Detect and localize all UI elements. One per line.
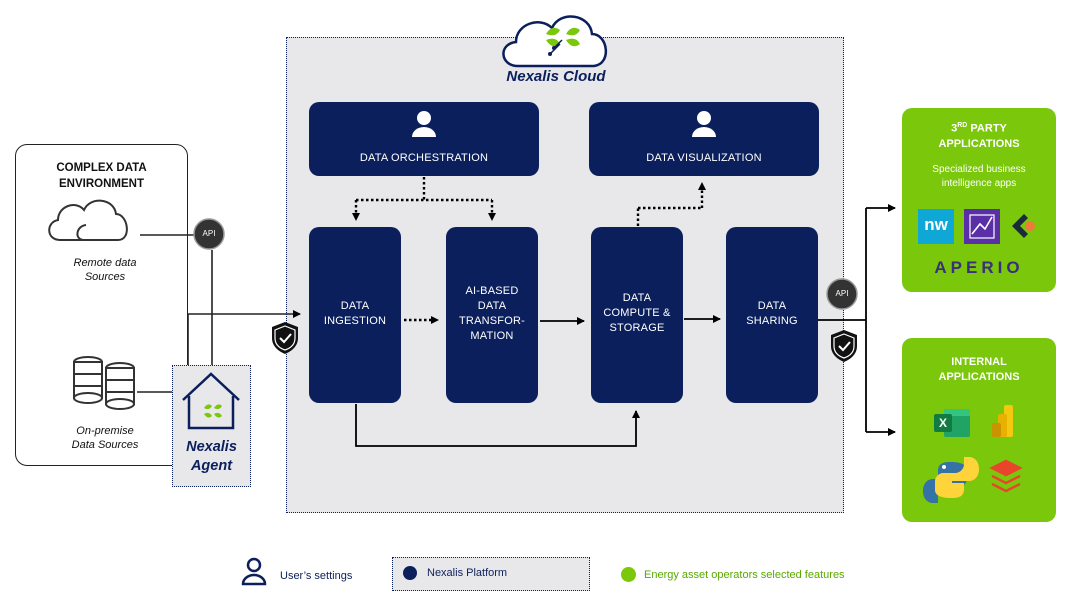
nexalis-agent-house-icon: [182, 372, 240, 430]
transformation-line3: TRANSFOR-: [459, 315, 525, 327]
third-party-title-prefix: 3: [951, 122, 958, 135]
data-ingestion-box[interactable]: [309, 227, 401, 403]
third-party-title-line1: 3RD PARTY: [902, 118, 1056, 137]
data-orchestration-label: DATA ORCHESTRATION: [359, 152, 489, 164]
remote-data-label-line2: Sources: [84, 271, 126, 283]
third-party-title-sup: RD: [957, 122, 968, 129]
on-premise-database-icon: [73, 356, 135, 410]
environment-title: COMPLEX DATA ENVIRONMENT: [15, 160, 188, 192]
nw-logo-icon: [918, 209, 954, 244]
aperio-logo: APERIO: [934, 258, 1024, 277]
ingestion-line1: DATA: [340, 300, 370, 312]
compute-line1: DATA: [622, 292, 652, 304]
transformation-line1: AI-BASED: [465, 285, 519, 297]
python-icon: [923, 457, 979, 503]
remote-data-label: Remote data Sources: [50, 256, 160, 284]
excel-letter: X: [938, 416, 947, 430]
third-party-title: 3RD PARTY APPLICATIONS: [902, 118, 1056, 152]
third-party-title-rest: PARTY: [967, 122, 1007, 135]
remote-data-label-line1: Remote data: [73, 257, 137, 269]
api-badge-left: [193, 218, 225, 250]
transformation-line4: MATION: [470, 330, 514, 342]
legend-user-icon: [241, 557, 267, 586]
transformation-line2: DATA: [477, 300, 507, 312]
on-premise-label-line1: On-premise: [76, 425, 134, 437]
legend-platform-dot: [403, 566, 417, 580]
agent-label-line1: Nexalis: [186, 439, 237, 455]
third-party-title-line2: APPLICATIONS: [938, 137, 1020, 150]
shield-icon-right: [831, 330, 857, 362]
excel-icon: [934, 409, 970, 437]
databricks-icon: [989, 459, 1023, 493]
api-label-left: API: [202, 229, 216, 238]
on-premise-label-line2: Data Sources: [71, 439, 139, 451]
sharing-line2: SHARING: [746, 315, 798, 327]
ingestion-line2: INGESTION: [323, 315, 387, 327]
api-label-right: API: [835, 289, 849, 298]
api-badge-right: [826, 278, 858, 310]
third-party-applications-box[interactable]: [902, 108, 1056, 292]
legend-platform-box: [392, 557, 590, 591]
ai-data-transformation-box[interactable]: [446, 227, 538, 403]
shield-icon-left: [272, 322, 298, 354]
analytics-logo-icon: [964, 209, 1000, 244]
nexalis-cloud-logo-icon: [502, 15, 608, 68]
internal-title: INTERNAL APPLICATIONS: [902, 355, 1056, 385]
remote-data-cloud-icon: [48, 199, 128, 241]
internal-title-line2: APPLICATIONS: [938, 371, 1020, 383]
compute-line3: STORAGE: [609, 322, 665, 334]
complex-data-environment-panel: [15, 144, 188, 466]
legend-features-dot: [621, 567, 636, 582]
data-visualization-label: DATA VISUALIZATION: [646, 152, 762, 164]
data-ingestion-label: DATA INGESTION: [309, 299, 401, 329]
third-party-subtitle-line1: Specialized business: [932, 164, 1026, 175]
internal-title-line1: INTERNAL: [951, 356, 1007, 368]
nexalis-agent-label: Nexalis Agent: [172, 438, 251, 476]
chevron-logo-icon: [1012, 214, 1035, 238]
user-icon-visualization: [692, 111, 716, 137]
data-compute-storage-box[interactable]: [591, 227, 683, 403]
sharing-line1: DATA: [757, 300, 787, 312]
cloud-title: Nexalis Cloud: [506, 68, 606, 85]
environment-title-line2: ENVIRONMENT: [59, 178, 144, 190]
third-party-subtitle: Specialized business intelligence apps: [902, 163, 1056, 191]
nw-logo-text: nw: [924, 215, 948, 234]
legend-user-settings-label: User’s settings: [280, 570, 353, 582]
data-sharing-label: DATA SHARING: [726, 299, 818, 329]
user-icon-orchestration: [412, 111, 436, 137]
data-sharing-box[interactable]: [726, 227, 818, 403]
nexalis-agent-box[interactable]: [172, 365, 251, 487]
agent-label-line2: Agent: [190, 458, 233, 474]
third-party-subtitle-line2: intelligence apps: [941, 178, 1017, 189]
compute-line2: COMPUTE &: [603, 307, 671, 319]
legend-platform-label: Nexalis Platform: [427, 567, 508, 579]
legend-features-label: Energy asset operators selected features: [644, 569, 845, 581]
data-compute-storage-label: DATA COMPUTE & STORAGE: [591, 291, 683, 336]
environment-title-line1: COMPLEX DATA: [56, 162, 147, 174]
power-bi-icon: [992, 405, 1013, 437]
ai-data-transformation-label: AI-BASED DATA TRANSFOR- MATION: [446, 284, 538, 344]
on-premise-label: On-premise Data Sources: [50, 424, 160, 452]
